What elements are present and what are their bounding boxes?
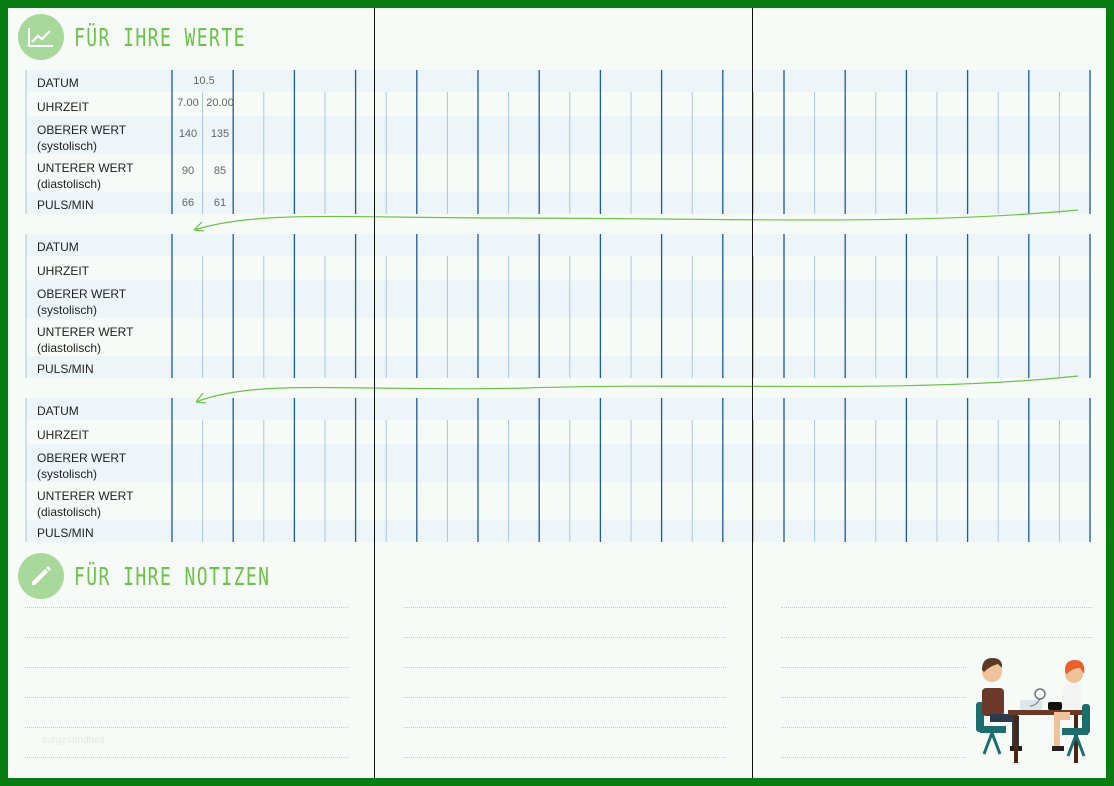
table-1-label-systolic: OBERER WERT (systolisch)	[37, 123, 127, 153]
entry-1-systolic: 140	[178, 128, 198, 140]
entry-2-pulse: 61	[213, 197, 227, 209]
table-3-label-diastolic: UNTERER WERT (diastolisch)	[37, 489, 134, 519]
table-1-stripe-date	[26, 70, 1091, 92]
values-section-header: FÜR IHRE WERTE	[18, 14, 313, 60]
doctor-patient-illustration	[976, 658, 1090, 763]
note-line[interactable]	[25, 697, 348, 698]
table-1-label-diastolic: UNTERER WERT (diastolisch)	[37, 161, 134, 191]
table-3-label-pulse: PULS/MIN	[37, 526, 94, 540]
continuation-arrow-1	[193, 209, 1079, 232]
table-3-stripe-pulse	[26, 520, 1091, 542]
chart-icon	[18, 14, 64, 60]
note-line[interactable]	[403, 667, 726, 668]
entry-2-diastolic: 85	[213, 165, 227, 177]
table-2-stripe-date	[26, 234, 1091, 256]
note-line[interactable]	[403, 607, 726, 608]
note-line[interactable]	[781, 727, 966, 728]
note-line[interactable]	[781, 697, 966, 698]
entry-1-time: 7.00	[177, 97, 199, 109]
table-3-stripe-date	[26, 398, 1091, 420]
note-line[interactable]	[403, 727, 726, 728]
table-3-label-date: DATUM	[37, 404, 79, 418]
continuation-arrow-2	[195, 375, 1079, 404]
table-2-label-time: UHRZEIT	[37, 264, 89, 278]
note-line[interactable]	[781, 757, 966, 758]
blood-pressure-table-grid	[25, 70, 1091, 542]
notes-section-title: FÜR IHRE NOTIZEN	[74, 561, 271, 591]
table-2-label-systolic: OBERER WERT (systolisch)	[37, 287, 127, 317]
table-2-stripe-pulse	[26, 356, 1091, 378]
table-3-label-systolic: OBERER WERT (systolisch)	[37, 451, 127, 481]
panel-separator-right	[752, 8, 753, 778]
table-1-stripe-pulse	[26, 192, 1091, 214]
note-line[interactable]	[403, 757, 726, 758]
table-2-stripe-systolic	[26, 280, 1091, 318]
blood-pressure-log-page: FÜR IHRE WERTE DATUM UHRZEIT OBERER WERT (…	[8, 8, 1106, 778]
entry-1-pulse: 66	[181, 197, 195, 209]
table-2-label-diastolic: UNTERER WERT (diastolisch)	[37, 325, 134, 355]
notes-section-header: FÜR IHRE NOTIZEN	[18, 553, 347, 599]
table-2-label-date: DATUM	[37, 240, 79, 254]
watermark-text: zurgesundheit	[42, 735, 105, 746]
entry-1-diastolic: 90	[181, 165, 195, 177]
note-line[interactable]	[781, 667, 966, 668]
table-3-stripe-systolic	[26, 444, 1091, 482]
note-line[interactable]	[25, 757, 348, 758]
note-line[interactable]	[781, 637, 1093, 638]
note-line[interactable]	[403, 637, 726, 638]
pencil-icon	[18, 553, 64, 599]
entry-2-systolic: 135	[210, 128, 230, 140]
table-1-label-time: UHRZEIT	[37, 100, 89, 114]
entry-2-time: 20.00	[206, 97, 234, 109]
table-1-label-pulse: PULS/MIN	[37, 198, 94, 212]
panel-separator-left	[374, 8, 375, 778]
table-2-label-pulse: PULS/MIN	[37, 362, 94, 376]
note-line[interactable]	[781, 607, 1093, 608]
note-line[interactable]	[25, 727, 348, 728]
table-1-label-date: DATUM	[37, 76, 79, 90]
note-line[interactable]	[403, 697, 726, 698]
table-3-label-time: UHRZEIT	[37, 428, 89, 442]
entry-1-date: 10.5	[193, 75, 215, 87]
values-section-title: FÜR IHRE WERTE	[74, 22, 246, 52]
note-line[interactable]	[25, 637, 348, 638]
note-line[interactable]	[25, 667, 348, 668]
table-1-stripe-systolic	[26, 116, 1091, 154]
note-line[interactable]	[25, 607, 348, 608]
